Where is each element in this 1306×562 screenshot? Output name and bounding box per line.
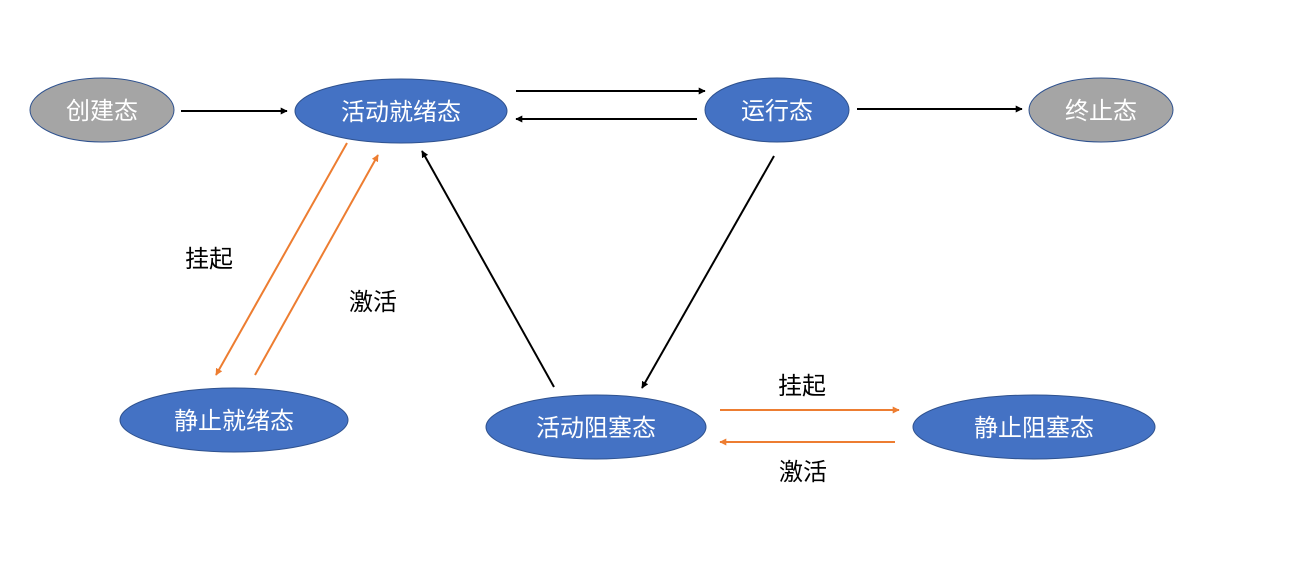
node-create-shape <box>29 77 175 143</box>
node-terminated-shape <box>1028 77 1174 143</box>
node-static-ready-shape <box>119 387 349 453</box>
node-static-ready-label: 静止就绪态 <box>174 407 294 435</box>
node-active-blocked-label: 活动阻塞态 <box>536 414 656 442</box>
edge-labels: 挂起 激活 挂起 激活 <box>185 245 827 486</box>
node-create-label: 创建态 <box>66 97 138 125</box>
node-create[interactable]: 创建态 <box>29 77 175 143</box>
edge-active-blocked-to-active-ready <box>421 150 555 388</box>
node-terminated[interactable]: 终止态 <box>1028 77 1174 143</box>
node-running[interactable]: 运行态 <box>704 77 850 143</box>
label-ready-suspend: 挂起 <box>185 245 233 273</box>
node-static-blocked-label: 静止阻塞态 <box>974 414 1094 442</box>
node-active-ready-label: 活动就绪态 <box>341 98 461 126</box>
node-running-shape <box>704 77 850 143</box>
label-ready-activate: 激活 <box>349 288 397 316</box>
nodes: 创建态 活动就绪态 运行态 终止态 静止就绪态 活动阻塞态 静止阻塞态 <box>29 77 1174 460</box>
edges <box>181 87 1023 446</box>
label-blocked-activate: 激活 <box>779 458 827 486</box>
node-static-blocked[interactable]: 静止阻塞态 <box>912 394 1156 460</box>
node-active-ready-shape <box>294 78 508 144</box>
node-static-blocked-shape <box>912 394 1156 460</box>
edge-running-to-active-blocked <box>641 155 775 389</box>
node-active-ready[interactable]: 活动就绪态 <box>294 78 508 144</box>
label-blocked-suspend: 挂起 <box>778 372 826 400</box>
node-static-ready[interactable]: 静止就绪态 <box>119 387 349 453</box>
node-terminated-label: 终止态 <box>1065 97 1137 125</box>
node-running-label: 运行态 <box>741 97 813 125</box>
edge-static-ready-activate <box>254 154 379 376</box>
node-active-blocked-shape <box>485 394 707 460</box>
edge-active-ready-suspend <box>215 142 348 376</box>
node-active-blocked[interactable]: 活动阻塞态 <box>485 394 707 460</box>
